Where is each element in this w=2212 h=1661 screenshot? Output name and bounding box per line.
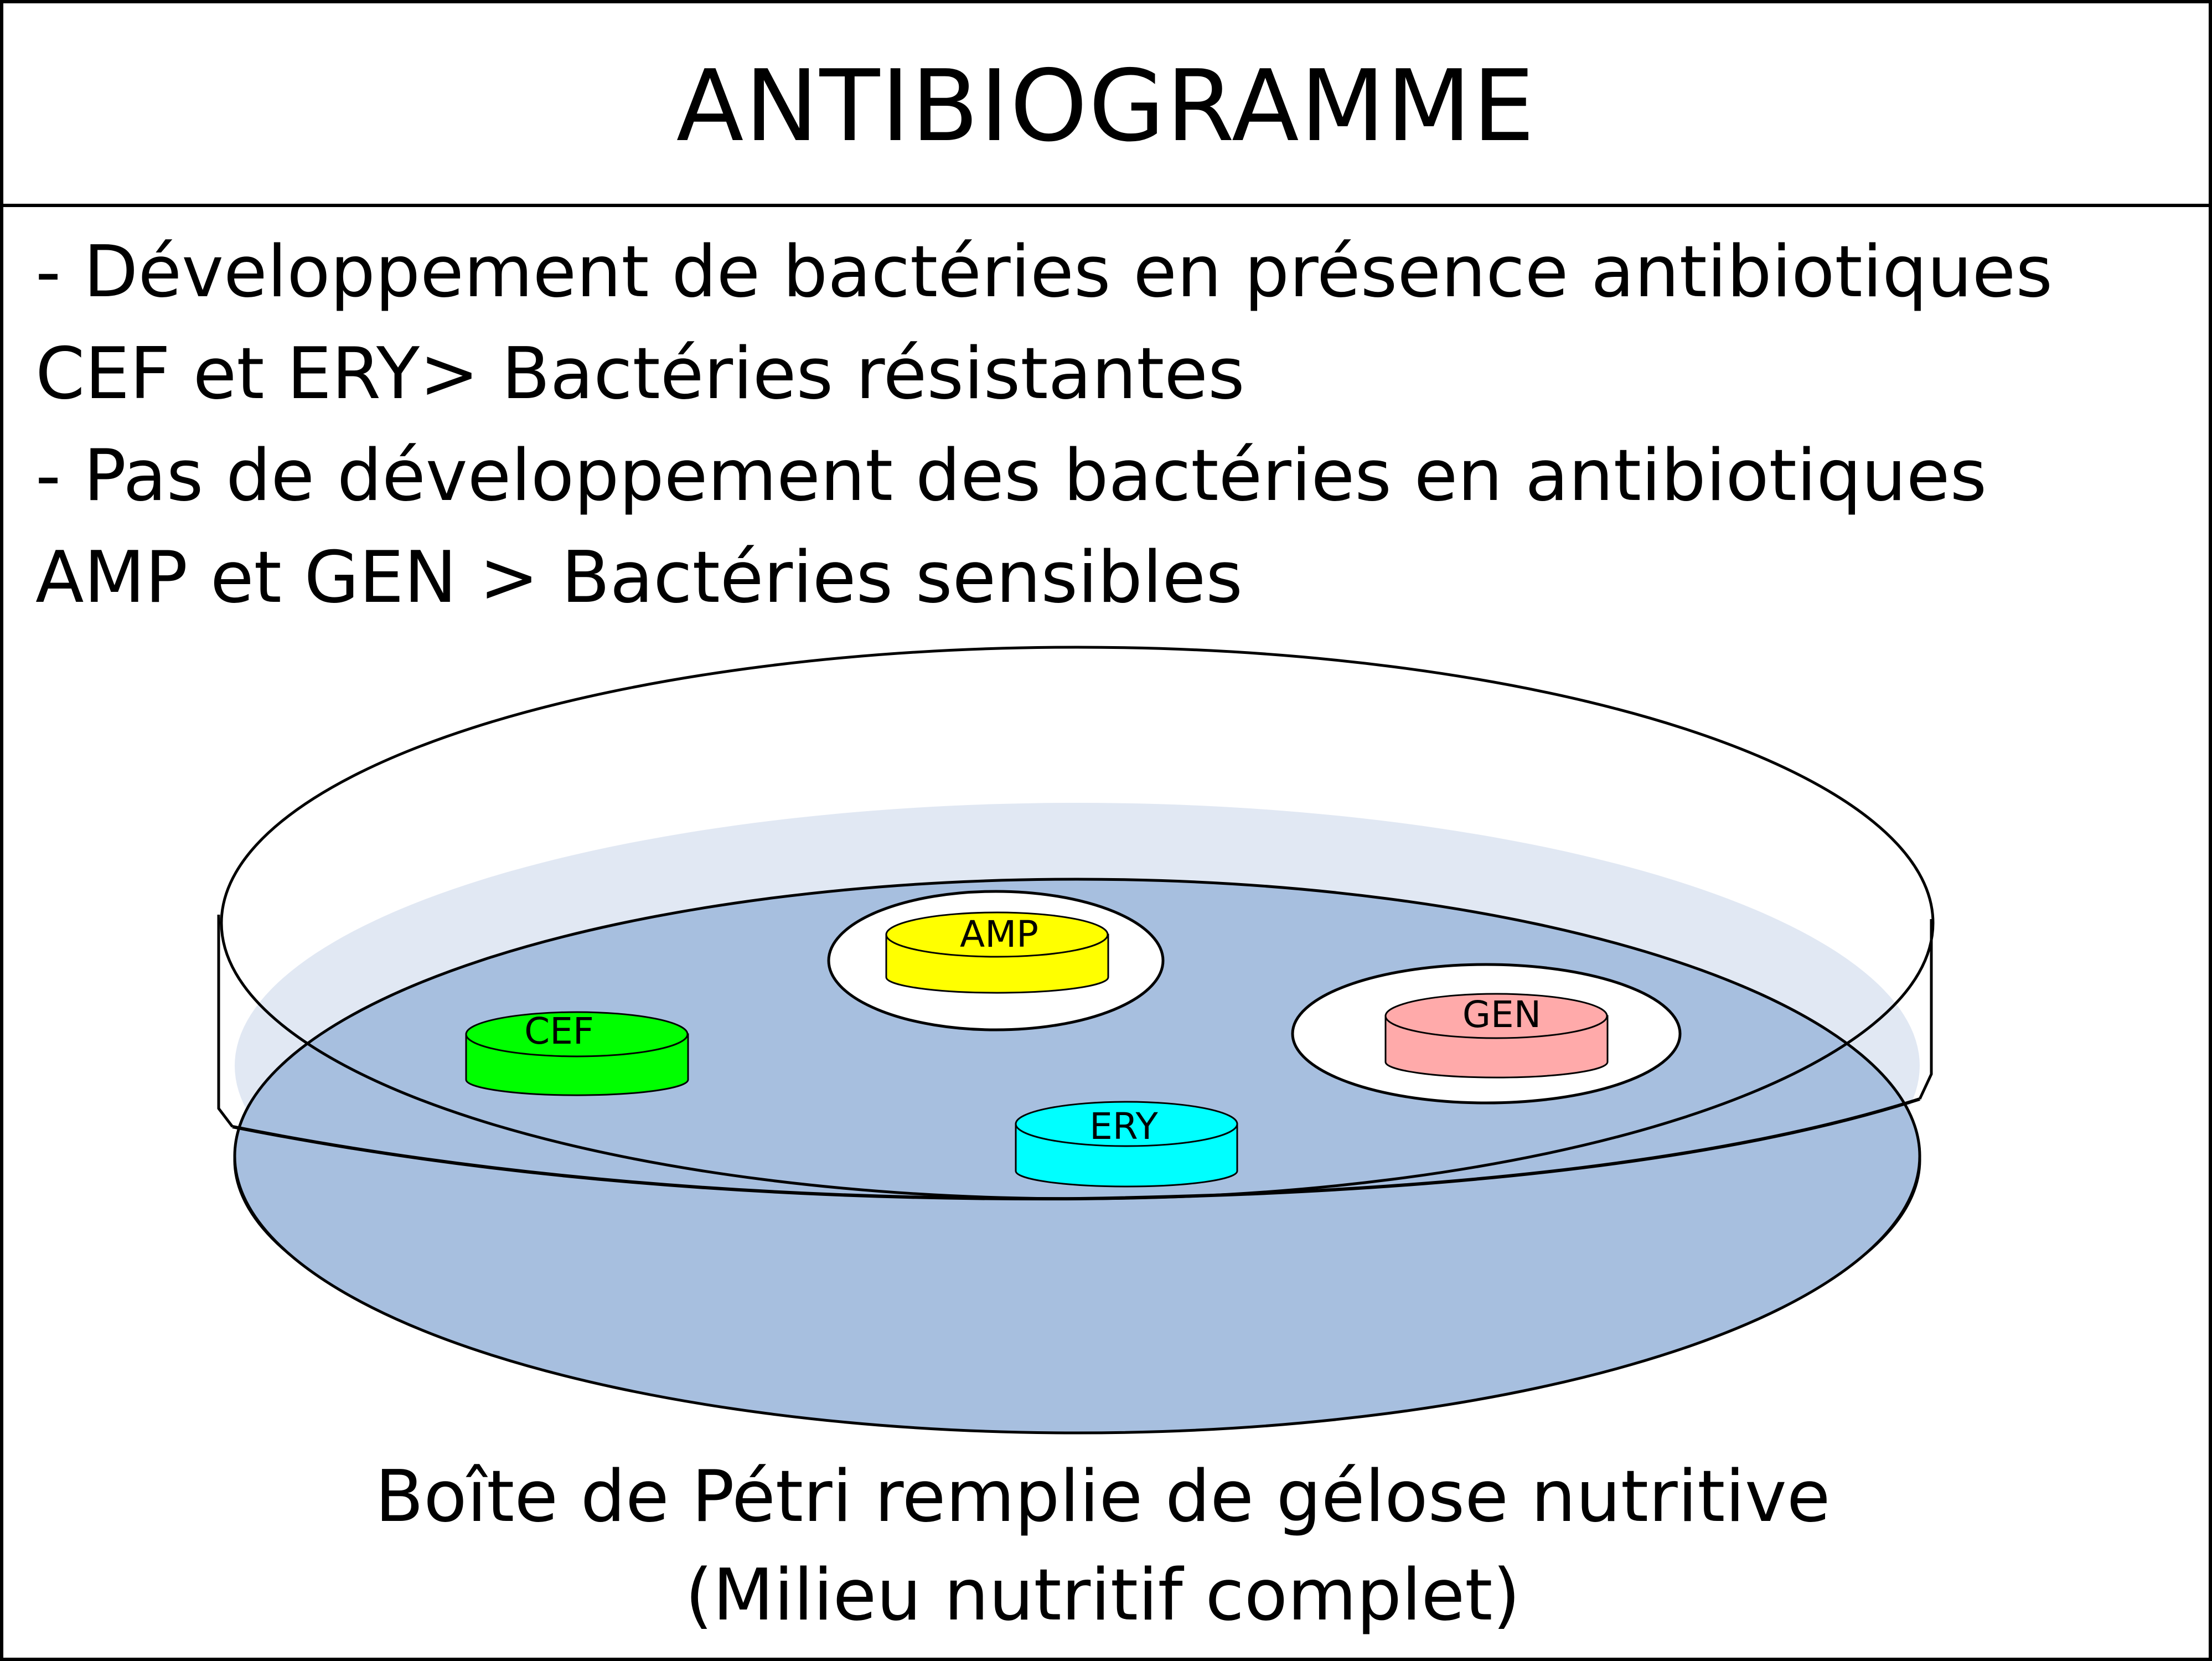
note-line-4: AMP et GEN > Bactéries sensibles <box>35 537 1243 619</box>
disc-gen-label: GEN <box>1462 993 1541 1036</box>
disc-amp-top <box>885 911 1109 958</box>
antibiotic-disc-gen: GEN <box>1384 993 1609 1079</box>
lid-top-rim <box>220 646 1935 1200</box>
disc-ery-top <box>1015 1101 1238 1147</box>
caption: Boîte de Pétri remplie de gélose nutriti… <box>0 1448 2205 1645</box>
antibiotic-disc-ery: ERY <box>1015 1101 1238 1188</box>
note-line-3: - Pas de développement des bactéries en … <box>35 435 1987 517</box>
lid-left-wall <box>217 915 234 1128</box>
disc-cef-top <box>465 1011 689 1058</box>
disc-amp-label: AMP <box>960 913 1038 956</box>
note-line-1: - Développement de bactéries en présence… <box>35 231 2053 313</box>
antibiotic-disc-amp: AMP <box>885 911 1109 994</box>
caption-line-1: Boîte de Pétri remplie de gélose nutriti… <box>375 1456 1831 1538</box>
disc-gen-top <box>1384 993 1608 1039</box>
antibiotic-disc-cef: CEF <box>465 1010 689 1096</box>
lid-right-wall <box>1918 919 1933 1100</box>
notes-block: - Développement de bactéries en présence… <box>35 221 2183 629</box>
title-bar: ANTIBIOGRAMME <box>3 3 2209 207</box>
disc-cef-label: CEF <box>524 1010 594 1053</box>
page-title: ANTIBIOGRAMME <box>676 49 1536 163</box>
note-line-2: CEF et ERY> Bactéries résistantes <box>35 333 1245 415</box>
disc-ery-label: ERY <box>1089 1105 1158 1148</box>
caption-line-2: (Milieu nutritif complet) <box>685 1554 1521 1637</box>
